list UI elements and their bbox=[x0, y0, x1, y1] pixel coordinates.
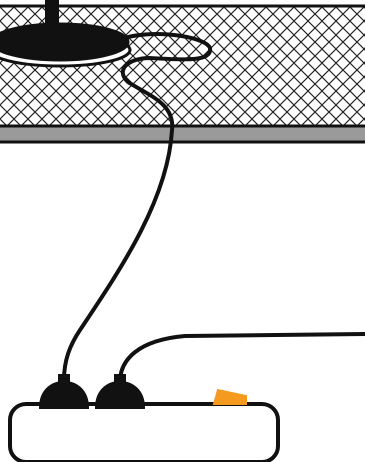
plug-2-body bbox=[96, 382, 144, 408]
power-strip-body bbox=[10, 404, 278, 462]
lamp-base bbox=[0, 24, 128, 60]
plug-icon bbox=[40, 374, 88, 408]
plug-icon bbox=[96, 374, 144, 408]
device-cable bbox=[120, 334, 365, 382]
desk-edge bbox=[0, 126, 365, 142]
power-switch-icon bbox=[214, 390, 246, 404]
plug-1-body bbox=[40, 382, 88, 408]
